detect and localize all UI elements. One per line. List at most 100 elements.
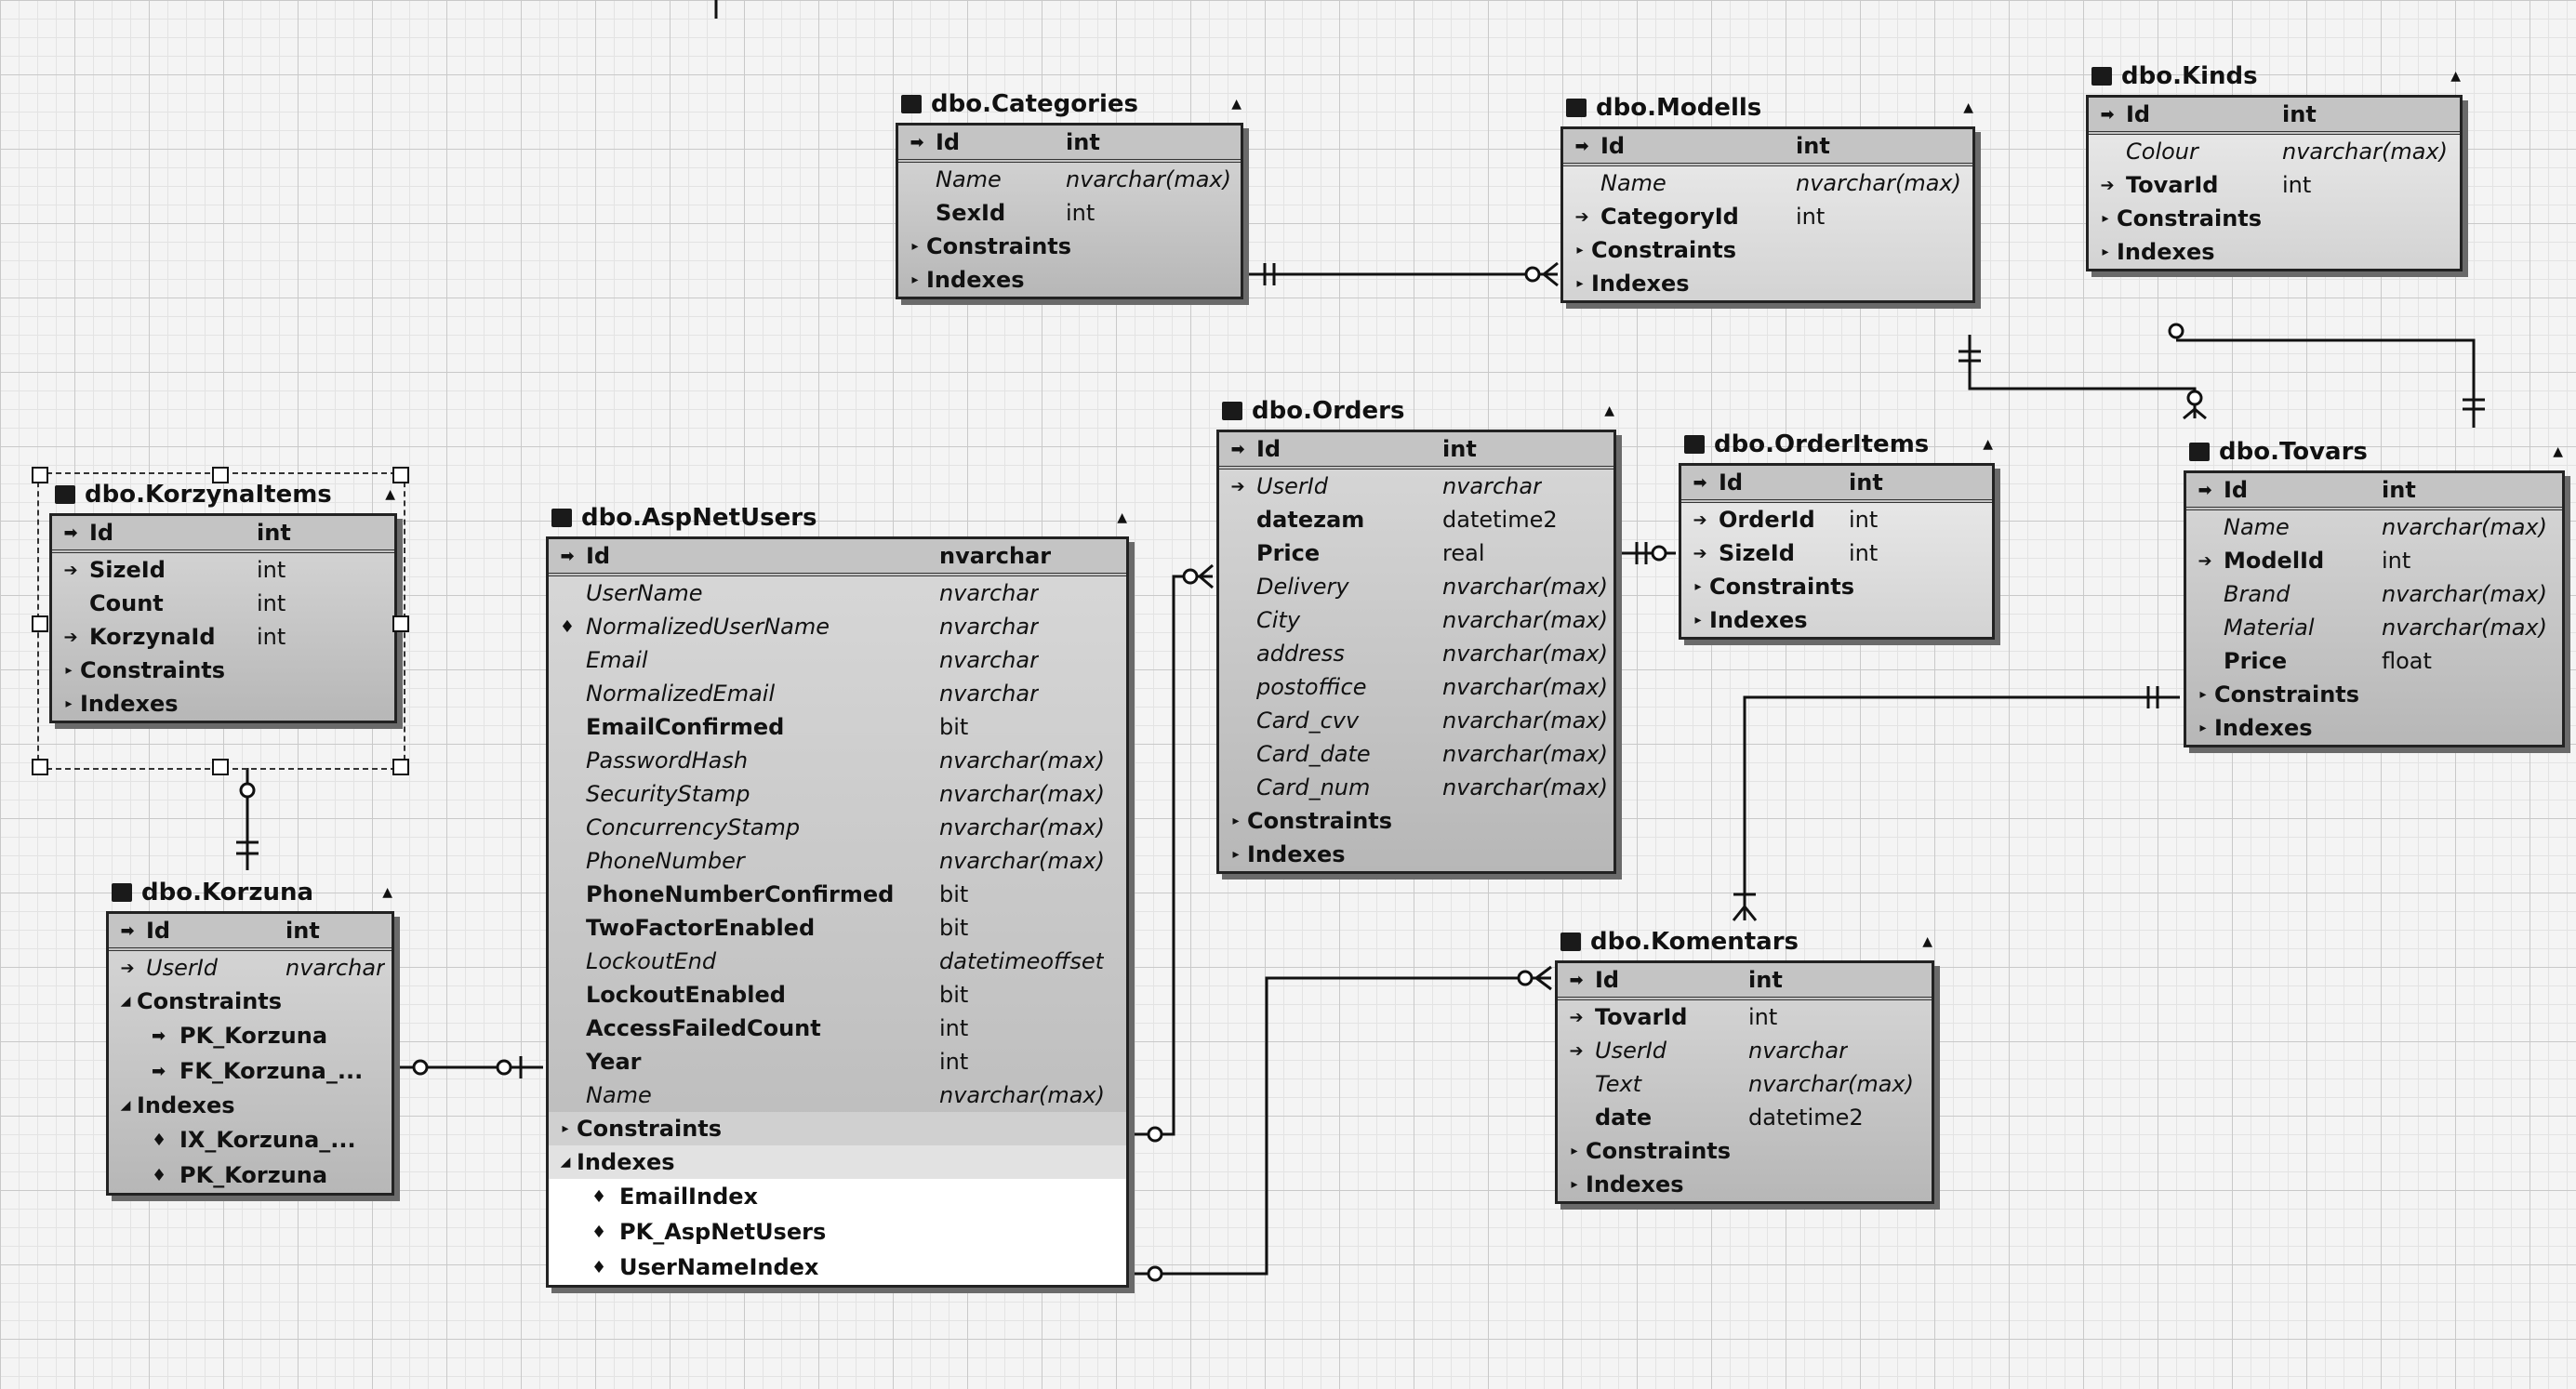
entity-title-modells[interactable]: dbo.Modells▲	[1560, 89, 1975, 126]
resize-handle[interactable]	[212, 467, 229, 483]
relation-tovars-kinds[interactable]	[2176, 338, 2476, 428]
expand-arrow-icon[interactable]: ▸	[562, 1121, 569, 1136]
collapse-arrow-icon[interactable]: ▲	[1963, 100, 1973, 115]
constraint-item[interactable]: ➡FK_Korzuna_...	[109, 1053, 392, 1089]
collapse-arrow-icon[interactable]: ▲	[2450, 69, 2461, 84]
expand-arrow-icon[interactable]: ▸	[1571, 1144, 1578, 1158]
expand-arrow-icon[interactable]: ▸	[1232, 847, 1240, 862]
entity-title-korzuna[interactable]: dbo.Korzuna▲	[106, 874, 394, 911]
expand-arrow-icon[interactable]: ▸	[65, 663, 73, 678]
section-indexes[interactable]: ▸Indexes	[898, 263, 1241, 297]
expand-arrow-icon[interactable]: ▸	[2199, 721, 2207, 735]
entity-title-tovars[interactable]: dbo.Tovars▲	[2184, 433, 2565, 470]
section-indexes[interactable]: ▸Indexes	[1681, 603, 1992, 637]
collapse-arrow-icon[interactable]: ◢	[120, 994, 131, 1009]
section-indexes[interactable]: ▸Indexes	[1219, 838, 1613, 871]
section-indexes[interactable]: ◢Indexes	[109, 1089, 392, 1122]
index-item[interactable]: ♦EmailIndex	[549, 1179, 1126, 1214]
collapse-arrow-icon[interactable]: ◢	[120, 1098, 131, 1113]
collapse-arrow-icon[interactable]: ▲	[1117, 510, 1127, 525]
index-item[interactable]: ♦PK_Korzuna	[109, 1158, 392, 1193]
collapse-arrow-icon[interactable]: ▲	[1922, 934, 1932, 949]
resize-handle[interactable]	[32, 615, 48, 632]
relation-aspnetusers-komentars[interactable]	[1129, 976, 1551, 1276]
section-constraints[interactable]: ▸Constraints	[2089, 202, 2460, 235]
constraint-item[interactable]: ➡PK_Korzuna	[109, 1018, 392, 1053]
expand-arrow-icon[interactable]: ▸	[1232, 814, 1240, 828]
resize-handle[interactable]	[32, 759, 48, 775]
collapse-arrow-icon[interactable]: ▲	[385, 487, 395, 502]
section-indexes[interactable]: ▸Indexes	[1558, 1168, 1932, 1201]
collapse-arrow-icon[interactable]: ▲	[382, 885, 392, 900]
relation-tovars-komentars[interactable]	[1743, 695, 2180, 920]
section-indexes[interactable]: ▸Indexes	[2186, 711, 2562, 745]
collapse-arrow-icon[interactable]: ▲	[2553, 444, 2563, 459]
expand-arrow-icon[interactable]: ▸	[911, 239, 919, 254]
resize-handle[interactable]	[212, 759, 229, 775]
collapse-arrow-icon[interactable]: ▲	[1604, 403, 1614, 418]
entity-title-orders[interactable]: dbo.Orders▲	[1216, 392, 1616, 430]
entity-title-komentars[interactable]: dbo.Komentars▲	[1555, 923, 1934, 960]
section-indexes[interactable]: ▸Indexes	[1563, 267, 1972, 300]
expand-arrow-icon[interactable]: ▸	[1576, 276, 1584, 291]
expand-arrow-icon[interactable]: ▸	[1576, 243, 1584, 258]
entity-title-orderitems[interactable]: dbo.OrderItems▲	[1679, 426, 1995, 463]
section-constraints[interactable]: ▸Constraints	[2186, 678, 2562, 711]
section-constraints[interactable]: ▸Constraints	[52, 654, 394, 687]
relation-aspnetusers-orders[interactable]	[1129, 575, 1213, 1136]
section-constraints[interactable]: ▸Constraints	[1219, 804, 1613, 838]
section-constraints[interactable]: ▸Constraints	[1563, 233, 1972, 267]
entity-title-aspnetusers[interactable]: dbo.AspNetUsers▲	[546, 499, 1129, 536]
expand-arrow-icon[interactable]: ▸	[65, 696, 73, 711]
resize-handle[interactable]	[392, 759, 409, 775]
expand-arrow-icon[interactable]: ▸	[1571, 1177, 1578, 1192]
section-constraints[interactable]: ▸Constraints	[549, 1112, 1126, 1145]
collapse-arrow-icon[interactable]: ▲	[1983, 437, 1993, 452]
index-item[interactable]: ♦UserNameIndex	[549, 1250, 1126, 1285]
section-indexes[interactable]: ◢Indexes	[549, 1145, 1126, 1179]
